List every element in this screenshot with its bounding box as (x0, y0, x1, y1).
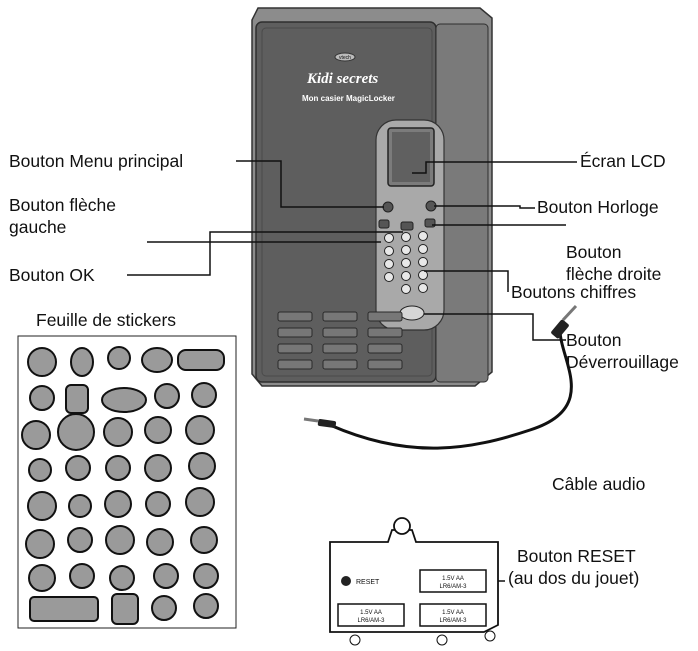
battery-compartment: RESET 1.5V AA LR6/AM-3 1.5V AA LR6/AM-3 … (329, 517, 499, 646)
locker: vtech Kidi secrets Mon casier MagicLocke… (251, 7, 493, 387)
label-audio-cable: Câble audio (552, 474, 646, 494)
left-arrow-icon (378, 219, 390, 229)
label-right-arrow-line2: flèche droite (566, 264, 662, 284)
product-name: Kidi secrets (306, 71, 378, 87)
label-menu-button: Bouton Menu principal (9, 151, 184, 171)
svg-text:LR6/AM-3: LR6/AM-3 (439, 618, 467, 624)
label-unlock-line2: Déverrouillage (566, 352, 679, 372)
svg-text:1.5V AA: 1.5V AA (442, 610, 464, 616)
audio-cable (303, 304, 578, 450)
svg-text:1.5V AA: 1.5V AA (442, 576, 464, 582)
label-left-arrow-line2: gauche (9, 217, 67, 237)
home-icon (382, 201, 394, 213)
sticker-sheet (17, 335, 237, 629)
right-arrow-icon (424, 218, 436, 228)
label-right-arrow-line1: Bouton (566, 242, 622, 262)
svg-text:LR6/AM-3: LR6/AM-3 (357, 618, 385, 624)
label-sticker-sheet: Feuille de stickers (36, 310, 177, 330)
reset-text: RESET (356, 579, 380, 586)
label-left-arrow-line1: Bouton flèche (9, 195, 117, 215)
label-number-buttons: Boutons chiffres (511, 282, 637, 302)
label-lcd-screen: Écran LCD (580, 151, 666, 171)
label-ok-button: Bouton OK (9, 265, 95, 285)
product-subtitle: Mon casier MagicLocker (302, 94, 395, 103)
svg-text:1.5V AA: 1.5V AA (360, 610, 382, 616)
label-reset-line2: (au dos du jouet) (508, 568, 640, 588)
brand-logo: vtech (339, 55, 351, 61)
vent-slots (277, 311, 403, 370)
number-keys (384, 231, 428, 294)
ok-icon (400, 221, 414, 231)
label-unlock-line1: Bouton (566, 330, 622, 350)
unlock-icon (399, 305, 425, 321)
svg-text:LR6/AM-3: LR6/AM-3 (439, 584, 467, 590)
label-clock-button: Bouton Horloge (537, 197, 659, 217)
label-reset-line1: Bouton RESET (517, 546, 636, 566)
